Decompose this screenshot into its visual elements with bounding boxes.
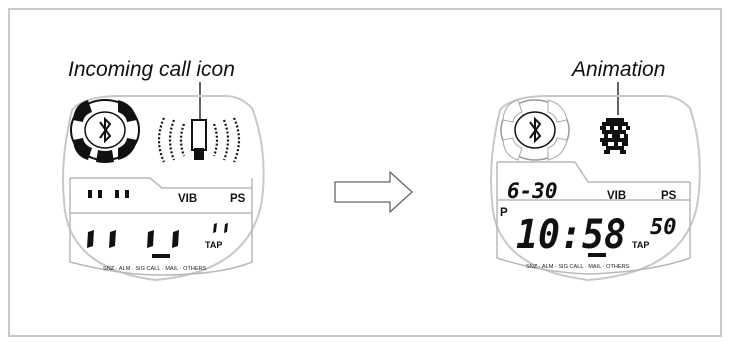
- left-watch-display: Incoming call icon: [62, 58, 265, 282]
- character-animation-icon: [600, 118, 630, 154]
- right-indicator-row: SNZ · ALM · SIG CALL · MAIL · OTHERS: [526, 264, 630, 270]
- right-seconds: 50: [650, 215, 677, 240]
- right-ps-label: PS: [661, 190, 677, 202]
- left-tap-label: TAP: [205, 240, 222, 250]
- right-vib-label: VIB: [607, 190, 626, 202]
- right-time: 10:58: [516, 212, 626, 258]
- right-lcd-lower-panel: [496, 162, 691, 275]
- right-lcd-outline: [490, 95, 701, 282]
- right-watch-display: Animation 6-30: [490, 58, 701, 282]
- left-caption: Incoming call icon: [68, 58, 235, 81]
- right-arrow-icon: [334, 170, 413, 214]
- bluetooth-icon: [70, 99, 140, 163]
- left-lcd-outline: [62, 95, 265, 282]
- incoming-call-icon: [157, 117, 241, 163]
- left-lcd-lower-panel: [69, 178, 253, 276]
- right-indicator-marker: [588, 253, 606, 257]
- right-tap-label: TAP: [632, 240, 649, 250]
- right-lcd-divider-step: [574, 161, 690, 183]
- left-lcd-divider-step: [149, 177, 252, 189]
- left-vib-label: VIB: [178, 193, 197, 205]
- diagram-frame: [8, 8, 722, 337]
- right-date: 6-30: [507, 179, 558, 203]
- left-ps-label: PS: [230, 193, 246, 205]
- right-pm-label: P: [500, 207, 508, 219]
- left-indicator-row: SNZ · ALM · SIG CALL · MAIL · OTHERS: [103, 266, 207, 272]
- right-caption: Animation: [570, 58, 665, 81]
- bluetooth-icon: [500, 99, 570, 161]
- left-date-segments: [88, 190, 129, 198]
- left-time-segments: [87, 223, 228, 258]
